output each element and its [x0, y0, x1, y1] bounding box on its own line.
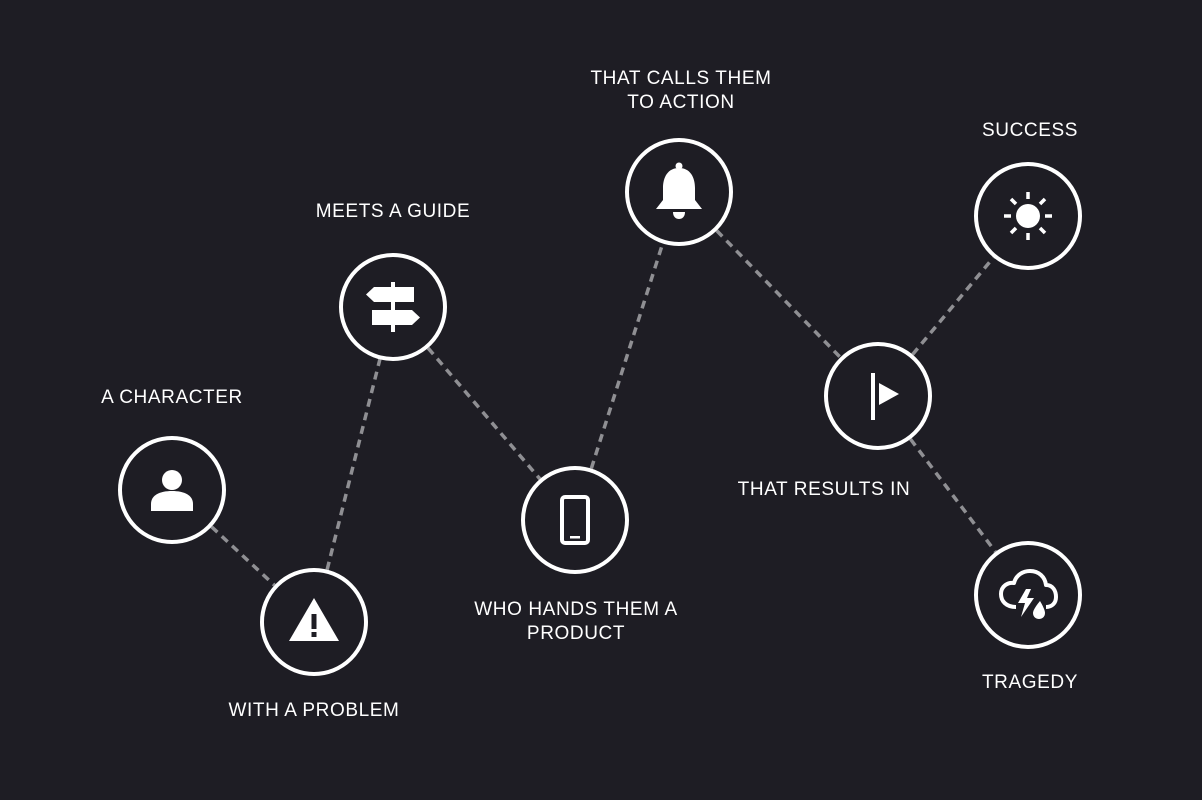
smartphone-icon — [560, 495, 590, 545]
label-line: TO ACTION — [627, 92, 735, 113]
connector-character-problem — [210, 525, 276, 587]
connector-guide-product — [426, 346, 542, 481]
label-line: THAT CALLS THEM — [590, 68, 772, 89]
label-action: THAT CALLS THEM TO ACTION — [561, 67, 801, 115]
node-character — [118, 436, 226, 544]
label-product: WHO HANDS THEM A PRODUCT — [446, 598, 706, 646]
node-ring — [824, 342, 932, 450]
node-action — [625, 138, 733, 246]
connector-action-results — [715, 229, 842, 359]
label-success: SUCCESS — [940, 119, 1120, 143]
warning-icon — [289, 598, 339, 641]
flag-icon — [871, 373, 899, 420]
label-line: WHO HANDS THEM A — [474, 599, 678, 620]
sun-icon — [1004, 192, 1052, 240]
label-problem: WITH A PROBLEM — [194, 699, 434, 723]
node-guide — [339, 253, 447, 361]
node-product — [521, 466, 629, 574]
node-results — [824, 342, 932, 450]
label-line: MEETS A GUIDE — [315, 201, 471, 222]
label-line: PRODUCT — [526, 623, 626, 644]
label-line: WITH A PROBLEM — [228, 700, 400, 721]
connector-results-success — [911, 256, 995, 356]
label-line: A CHARACTER — [101, 387, 243, 408]
label-tragedy: TRAGEDY — [940, 671, 1120, 695]
connector-product-action — [589, 242, 665, 470]
node-success — [974, 162, 1082, 270]
connector-problem-guide — [325, 358, 382, 571]
label-line: TRAGEDY — [981, 672, 1079, 693]
node-ring — [521, 466, 629, 574]
bell-icon — [656, 162, 702, 219]
node-tragedy — [974, 541, 1082, 649]
label-line: THAT RESULTS IN — [737, 479, 911, 500]
connector-results-tragedy — [909, 438, 997, 553]
label-guide: MEETS A GUIDE — [283, 200, 503, 224]
label-results: THAT RESULTS IN — [704, 478, 944, 502]
node-problem — [260, 568, 368, 676]
label-character: A CHARACTER — [72, 386, 272, 410]
person-icon — [151, 470, 193, 511]
label-line: SUCCESS — [981, 120, 1079, 141]
signpost-icon — [366, 282, 420, 332]
storm-icon — [999, 569, 1058, 619]
